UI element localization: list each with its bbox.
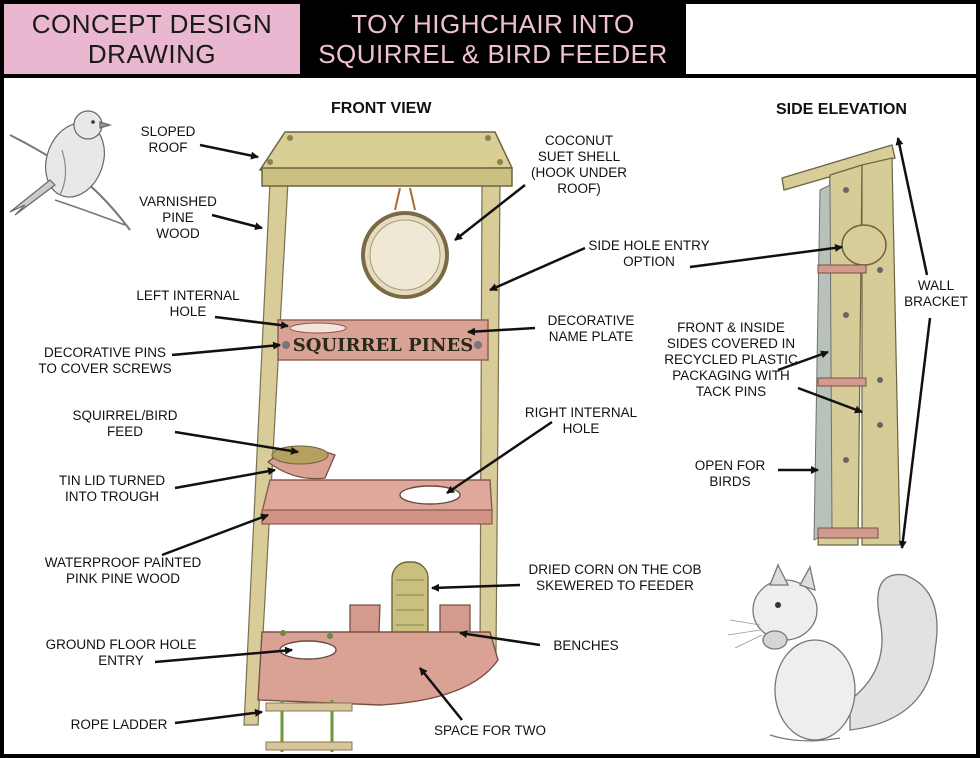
- header-main-text: TOY HIGHCHAIR INTO SQUIRREL & BIRD FEEDE…: [318, 9, 668, 69]
- label-left-internal-hole: LEFT INTERNAL HOLE: [136, 288, 240, 319]
- roof-top: [258, 131, 514, 171]
- front-feeder-drawing: SQUIRREL PINES: [243, 131, 514, 752]
- header-concept-text: CONCEPT DESIGN DRAWING: [31, 9, 273, 69]
- side-elevation-title: SIDE ELEVATION: [776, 101, 907, 118]
- label-benches: BENCHES: [553, 638, 619, 653]
- label-tin-lid: TIN LID TURNED INTO TROUGH: [58, 473, 166, 504]
- front-view-title: FRONT VIEW: [331, 100, 432, 117]
- header-blank-box: [686, 4, 976, 74]
- right-internal-hole: [399, 485, 461, 505]
- ladder-rung: [265, 741, 353, 751]
- label-name-plate: DECORATIVE NAME PLATE: [547, 313, 635, 344]
- side-elevation-drawing: [781, 144, 901, 546]
- label-recycled-plastic: FRONT & INSIDE SIDES COVERED IN RECYCLED…: [664, 320, 798, 399]
- bird-sketch: [9, 110, 131, 231]
- ladder-rung: [265, 702, 353, 712]
- label-side-hole-entry: SIDE HOLE ENTRY OPTION: [588, 238, 710, 269]
- label-open-for-birds: OPEN FOR BIRDS: [694, 458, 766, 489]
- label-right-internal-hole: RIGHT INTERNAL HOLE: [524, 405, 638, 436]
- label-dried-corn: DRIED CORN ON THE COB SKEWERED TO FEEDER: [528, 562, 702, 593]
- label-squirrel-bird-feed: SQUIRREL/BIRD FEED: [72, 408, 178, 439]
- label-wall-bracket: WALL BRACKET: [904, 278, 968, 309]
- leader-arrows: [154, 137, 932, 725]
- label-coconut-shell: COCONUT SUET SHELL (HOOK UNDER ROOF): [530, 133, 627, 196]
- label-rope-ladder: ROPE LADDER: [70, 717, 168, 732]
- side-hole: [841, 224, 887, 266]
- label-ground-floor-hole: GROUND FLOOR HOLE ENTRY: [45, 637, 197, 668]
- side-roof: [781, 144, 896, 191]
- squirrel-sketch: [727, 563, 938, 742]
- header-concept-title: CONCEPT DESIGN DRAWING: [4, 4, 300, 74]
- header-main-title: TOY HIGHCHAIR INTO SQUIRREL & BIRD FEEDE…: [304, 4, 682, 74]
- label-decorative-pins: DECORATIVE PINS TO COVER SCREWS: [38, 345, 172, 376]
- roof-front-edge: [261, 167, 513, 187]
- name-plate-text: SQUIRREL PINES: [293, 335, 473, 356]
- label-waterproof-pink: WATERPROOF PAINTED PINK PINE WOOD: [44, 555, 202, 586]
- label-space-for-two: SPACE FOR TWO: [433, 723, 546, 738]
- label-varnished-pine: VARNISHED PINE WOOD: [139, 194, 217, 241]
- right-leg: [479, 181, 501, 653]
- label-sloped-roof: SLOPED ROOF: [140, 124, 196, 155]
